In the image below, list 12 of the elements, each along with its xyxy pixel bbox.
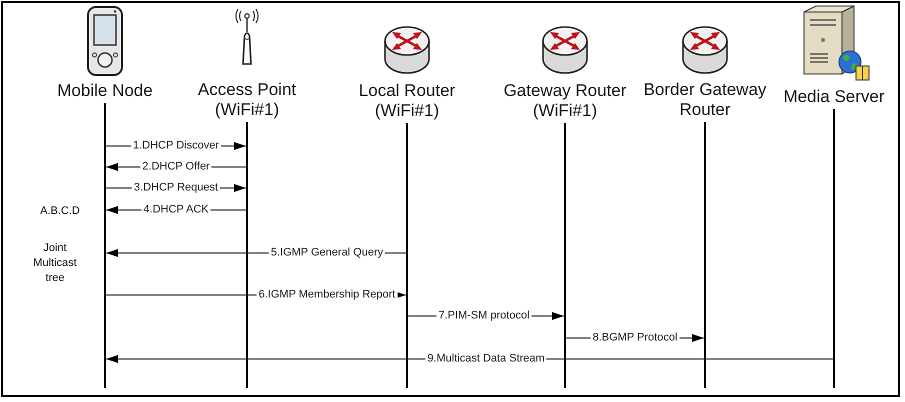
participant-label: Mobile Node [57, 81, 153, 101]
message-label: 7.PIM-SM protocol [436, 310, 532, 322]
participant-label: Access Point (WiFi#1) [196, 80, 298, 120]
participant-label: Local Router (WiFi#1) [358, 81, 456, 121]
message-label: 6.IGMP Membership Report [256, 288, 398, 302]
participant-label: Media Server [783, 87, 885, 107]
note-text: Joint Multicast tree [32, 241, 78, 286]
participant-label: Border Gateway Router [642, 80, 768, 120]
message-label: 5.IGMP General Query [268, 246, 386, 260]
participant-label: Gateway Router (WiFi#1) [502, 81, 628, 121]
message-label: 3.DHCP Request [132, 182, 220, 194]
note-text: A.B.C.D [40, 204, 80, 219]
